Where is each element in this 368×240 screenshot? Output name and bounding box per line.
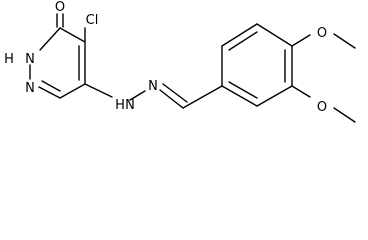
bond-n1-c6 (39, 27, 61, 51)
atom-label-ring-nitrogen: N (25, 81, 35, 96)
atom-label-hydrazone-nh-hydrogen: H (115, 98, 125, 113)
bond-c4-c3 (59, 83, 86, 99)
benzene-ring (221, 23, 293, 107)
bond-n-ch (159, 89, 184, 109)
atom-label-methoxy-top-oxygen: O (317, 26, 327, 41)
carbonyl-bond (56, 13, 64, 28)
bond-c3-n2-double (41, 80, 61, 92)
bond-ar-2-inner (228, 31, 258, 51)
bond-c6-c5 (59, 27, 86, 43)
bond-ar-6-inner (228, 81, 258, 99)
atom-label-hydrazone-nitrogen: N (148, 79, 158, 94)
bond-ch-c1 (182, 85, 223, 109)
chemical-structure: O H N N Cl H N N O O (4, 0, 356, 123)
atom-label-ring-nh-hydrogen: H (4, 52, 14, 67)
methoxy-top-bonds (291, 33, 356, 49)
bond-ar-o-top (291, 34, 311, 47)
bond-ar-3 (256, 23, 293, 47)
bond-o-ch3-bottom (333, 107, 356, 123)
atom-label-ring-nh-nitrogen: N (25, 52, 35, 67)
bond-n-ch-double (162, 83, 188, 103)
atom-label-hydrazone-nh-nitrogen: N (125, 98, 135, 113)
imine-bond (159, 83, 188, 109)
bond-c4-nh (84, 83, 113, 98)
bond-nh-n (129, 90, 146, 101)
atom-label-methoxy-bottom-oxygen: O (317, 100, 327, 115)
methoxy-bottom-bonds (291, 85, 356, 123)
bond-ar-5 (256, 85, 293, 107)
bond-ar-o-bottom (291, 85, 311, 98)
pyridazinone-ring (29, 27, 86, 99)
bond-ar-2 (221, 23, 258, 47)
bond-c3-n2 (38, 86, 61, 99)
atom-label-chlorine: Cl (86, 13, 99, 28)
atom-label-carbonyl-oxygen: O (55, 0, 65, 15)
bond-ar-6 (221, 85, 258, 107)
bond-o-ch3-top (333, 33, 356, 49)
